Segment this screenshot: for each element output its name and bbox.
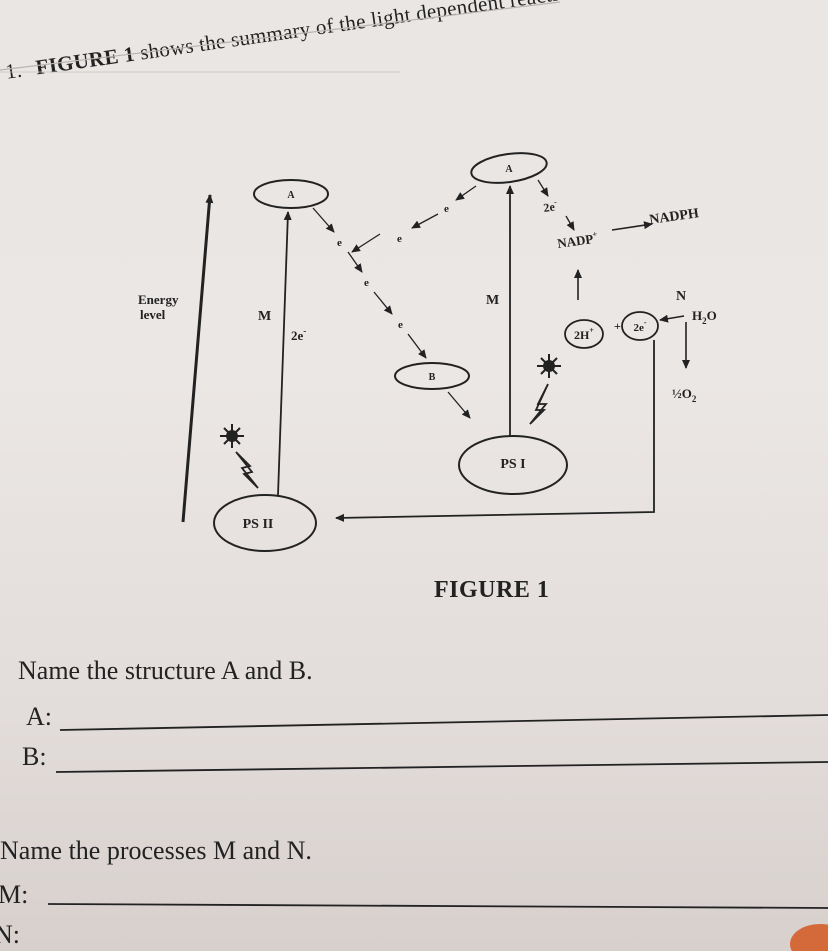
figure-caption: FIGURE 1 [434, 577, 550, 603]
process-m-arrow [277, 211, 292, 496]
electron-to-nadp-arrow [537, 179, 549, 197]
oxygen-label: ½O2 [672, 386, 697, 404]
nadp-to-nadph-arrow [611, 221, 653, 231]
energy-axis-arrow [181, 194, 214, 523]
answer-label-a: A: [26, 702, 52, 731]
page-rule-line [0, 1, 561, 71]
sun-icon [537, 354, 561, 378]
answer-label-m: M: [0, 880, 29, 909]
electrons-circle-label: 2e- [633, 318, 646, 334]
process-n-label: N [676, 289, 686, 304]
etc-arrow [407, 333, 427, 359]
electron-flow-arrow [411, 213, 439, 229]
electron-flow-arrow [351, 233, 381, 253]
ps1-label: PS I [500, 457, 525, 472]
b-to-ps1-arrow [447, 391, 471, 419]
photosystem-2 [213, 494, 317, 552]
plus-sign: + [614, 319, 621, 333]
question-processes: Name the processes M and N. [0, 836, 312, 865]
electron-label: e [337, 237, 342, 249]
carrier-b [394, 362, 470, 390]
energy-level-label-2: level [140, 307, 166, 322]
etc-arrow [312, 207, 335, 233]
finger-blur [790, 924, 828, 951]
lightning-icon [529, 383, 549, 425]
electron-label: e [397, 233, 402, 245]
ps2-label: PS II [243, 517, 274, 532]
electron-to-nadp-arrow-2 [565, 215, 575, 231]
answer-line-m [47, 903, 828, 909]
etc-arrow [347, 251, 363, 273]
hydrogen-ions-label: 2H+ [574, 326, 594, 342]
nadph-label: NADPH [648, 206, 699, 228]
etc-arrow [373, 291, 393, 315]
acceptor-a-right [470, 152, 548, 184]
acceptor-a-label: A [287, 190, 295, 201]
water-to-electrons-arrow [659, 314, 685, 323]
carrier-b-label: B [429, 372, 436, 383]
process-m-label-2: M [486, 293, 499, 308]
sun-icon [220, 424, 244, 448]
two-electrons-label-2: 2e- [542, 197, 558, 215]
electron-label: e [398, 319, 403, 331]
acceptor-a-label-2: A [505, 164, 513, 175]
energy-level-label: Energy [138, 292, 179, 307]
two-electrons-label: 2e- [291, 326, 306, 343]
electron-label: e [444, 203, 449, 215]
answer-line-b [55, 761, 828, 773]
electron-return-arrow [335, 340, 655, 522]
answer-line-a [59, 714, 828, 731]
process-m-label: M [258, 309, 271, 324]
water-label: H2O [692, 308, 717, 326]
answer-label-b: B: [22, 742, 47, 771]
electron-flow-arrow [455, 185, 477, 201]
question-structures: Name the structure A and B. [18, 656, 313, 685]
acceptor-a-left [253, 179, 329, 209]
lightning-icon [235, 451, 259, 489]
hydrogen-ions-circle [564, 319, 604, 349]
electron-label: e [364, 277, 369, 289]
photosystem-1 [458, 435, 568, 495]
answer-label-n: N: [0, 920, 20, 949]
electrons-circle [621, 311, 659, 341]
nadp-label: NADP+ [556, 229, 599, 251]
